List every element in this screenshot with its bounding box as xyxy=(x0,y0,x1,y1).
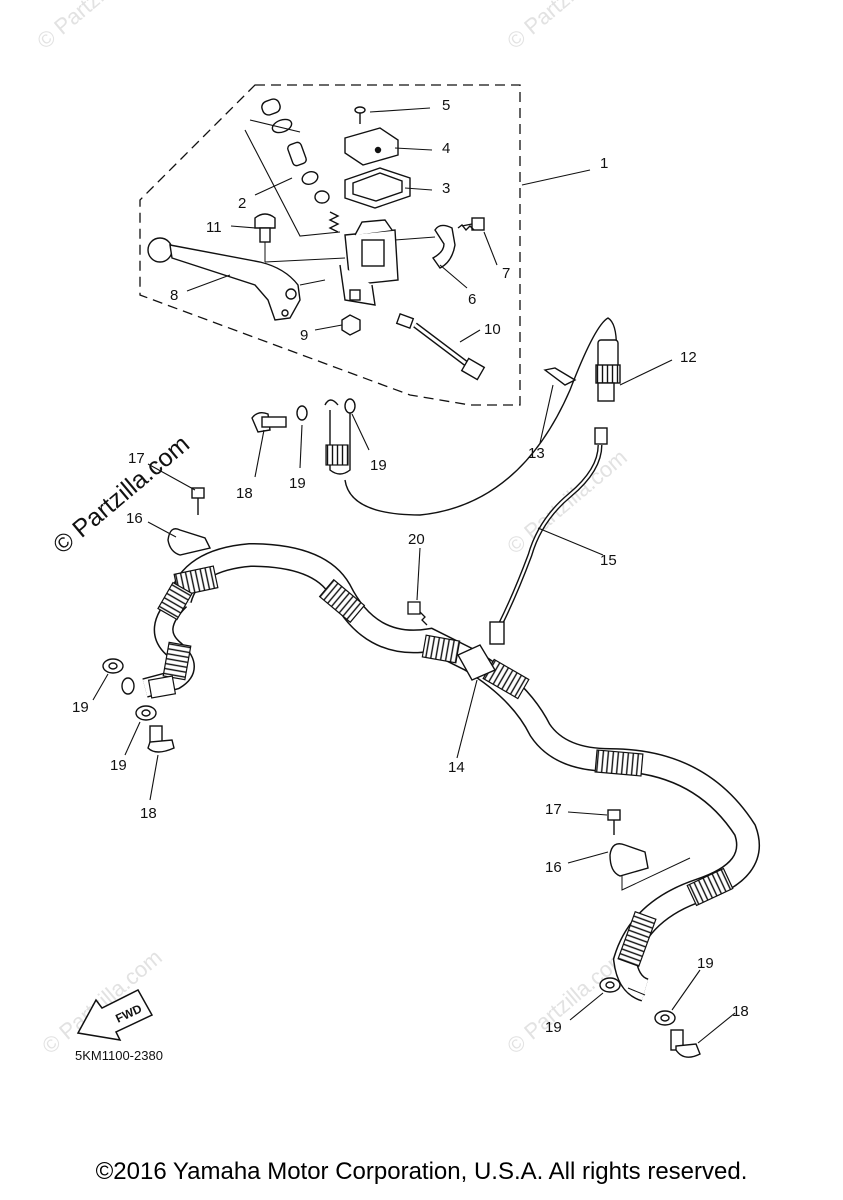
callout-19-b: 19 xyxy=(370,457,387,474)
watermark-faint: © Partzilla.com xyxy=(502,944,632,1058)
callout-20: 20 xyxy=(408,531,425,548)
piston-kit xyxy=(244,98,341,237)
callout-3: 3 xyxy=(442,180,450,197)
upper-hose-loop xyxy=(344,317,618,516)
holder-bolt xyxy=(457,217,485,232)
holder xyxy=(431,224,456,269)
hose-joint xyxy=(457,644,497,681)
watermark-faint: © Partzilla.com xyxy=(502,0,632,54)
callout-17-lower: 17 xyxy=(545,801,562,818)
upper-hose-fitting xyxy=(543,339,621,445)
callout-5: 5 xyxy=(442,97,450,114)
callout-19-e: 19 xyxy=(697,955,714,972)
diagram-code: 5KM1100-2380 xyxy=(75,1048,163,1063)
callout-13: 13 xyxy=(528,445,545,462)
callout-4: 4 xyxy=(442,140,450,157)
callout-19-d: 19 xyxy=(110,757,127,774)
callout-6: 6 xyxy=(468,291,476,308)
callout-labels: 1 2 3 4 5 6 7 8 9 10 11 12 13 14 15 16 1… xyxy=(72,97,749,1036)
callout-9: 9 xyxy=(300,327,308,344)
callout-19-f: 19 xyxy=(545,1019,562,1036)
watermark-faint: © Partzilla.com xyxy=(502,444,632,558)
brake-switch xyxy=(395,313,486,381)
callout-15: 15 xyxy=(600,552,617,569)
master-cylinder-body xyxy=(339,219,399,306)
hose-ribbed-sleeves xyxy=(147,565,734,968)
nut xyxy=(341,314,361,336)
callout-7: 7 xyxy=(502,265,510,282)
callout-12: 12 xyxy=(680,349,697,366)
callout-2: 2 xyxy=(238,195,246,212)
callout-18-left: 18 xyxy=(140,805,157,822)
reservoir-cover xyxy=(344,127,399,166)
callout-11: 11 xyxy=(206,219,222,236)
callout-19-a: 19 xyxy=(289,475,306,492)
washers-and-bolts xyxy=(102,398,701,1058)
callout-16-lower: 16 xyxy=(545,859,562,876)
callout-16-upper: 16 xyxy=(126,510,143,527)
callout-leaders xyxy=(92,107,736,1044)
watermark-faint: © Partzilla.com xyxy=(37,944,167,1058)
callout-14: 14 xyxy=(448,759,465,776)
callout-1: 1 xyxy=(600,155,608,172)
callout-8: 8 xyxy=(170,287,178,304)
callout-19-c: 19 xyxy=(72,699,89,716)
lower-clamp xyxy=(607,809,691,891)
assembly-dashed-outline xyxy=(139,84,521,406)
brake-lever xyxy=(147,237,301,321)
union-bolt-20 xyxy=(407,601,428,626)
callout-17-upper: 17 xyxy=(128,450,145,467)
copyright-notice: ©2016 Yamaha Motor Corporation, U.S.A. A… xyxy=(95,1158,748,1185)
fwd-arrow-icon: FWD xyxy=(76,989,154,1041)
callout-18-right: 18 xyxy=(732,1003,749,1020)
pivot-bolt xyxy=(254,213,346,263)
master-cylinder-assembly xyxy=(147,98,486,381)
upper-clamp xyxy=(167,487,212,556)
callout-10: 10 xyxy=(484,321,501,338)
callout-18-upper: 18 xyxy=(236,485,253,502)
watermark-faint: © Partzilla.com xyxy=(32,0,162,54)
